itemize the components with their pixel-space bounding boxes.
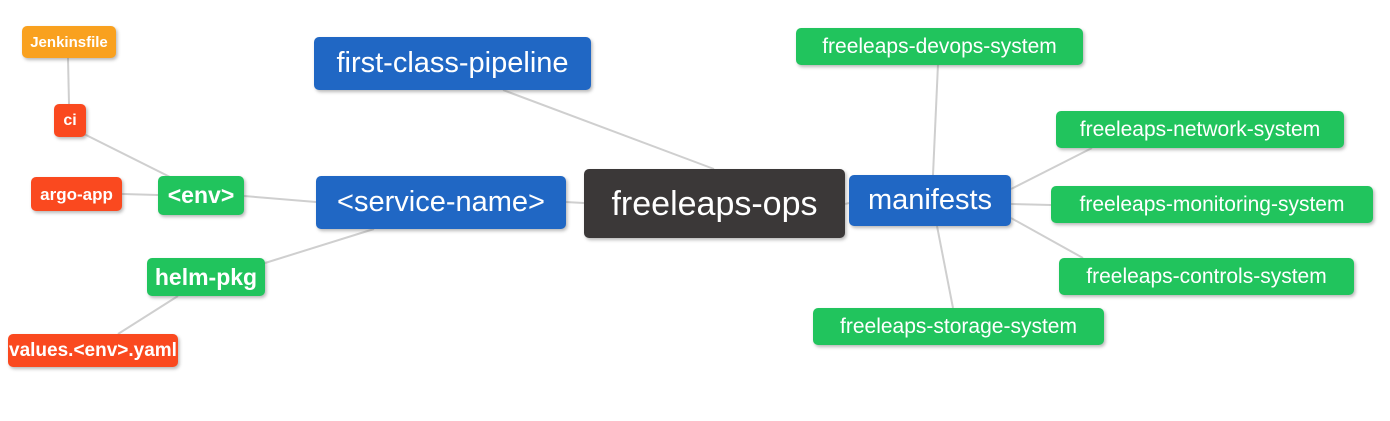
edge-freeleaps-ops-to-manifests: [844, 202, 850, 205]
node-ci[interactable]: ci: [54, 104, 86, 137]
node-freeleaps-network-system[interactable]: freeleaps-network-system: [1056, 111, 1344, 148]
edge-jenkinsfile-to-ci: [67, 57, 70, 105]
node-freeleaps-controls-system[interactable]: freeleaps-controls-system: [1059, 258, 1354, 295]
edge-manifests-to-freeleaps-storage-system: [936, 225, 954, 309]
edge-argo-app-to-env: [121, 193, 159, 196]
edge-helm-pkg-to-values-env-yaml: [117, 295, 179, 335]
node-freeleaps-storage-system[interactable]: freeleaps-storage-system: [813, 308, 1104, 345]
node-service-name[interactable]: <service-name>: [316, 176, 566, 229]
node-env[interactable]: <env>: [158, 176, 244, 215]
node-first-class-pipeline[interactable]: first-class-pipeline: [314, 37, 591, 90]
edge-service-name-to-freeleaps-ops: [564, 201, 585, 204]
node-freeleaps-devops-system[interactable]: freeleaps-devops-system: [796, 28, 1083, 65]
node-jenkinsfile[interactable]: Jenkinsfile: [22, 26, 116, 58]
edge-env-to-service-name: [243, 195, 317, 203]
edge-service-name-to-helm-pkg: [264, 228, 375, 264]
node-freeleaps-monitoring-system[interactable]: freeleaps-monitoring-system: [1051, 186, 1373, 223]
node-manifests[interactable]: manifests: [849, 175, 1011, 226]
edge-ci-to-env: [83, 133, 171, 178]
node-values-env-yaml[interactable]: values.<env>.yaml: [8, 334, 178, 367]
edge-manifests-to-freeleaps-network-system: [1010, 147, 1093, 190]
edge-manifests-to-freeleaps-devops-system: [932, 63, 939, 176]
node-argo-app[interactable]: argo-app: [31, 177, 122, 211]
node-freeleaps-ops[interactable]: freeleaps-ops: [584, 169, 845, 238]
edge-first-class-pipeline-to-freeleaps-ops: [502, 89, 715, 170]
edge-manifests-to-freeleaps-monitoring-system: [1010, 203, 1052, 206]
edge-manifests-to-freeleaps-controls-system: [1010, 217, 1084, 259]
node-helm-pkg[interactable]: helm-pkg: [147, 258, 265, 296]
